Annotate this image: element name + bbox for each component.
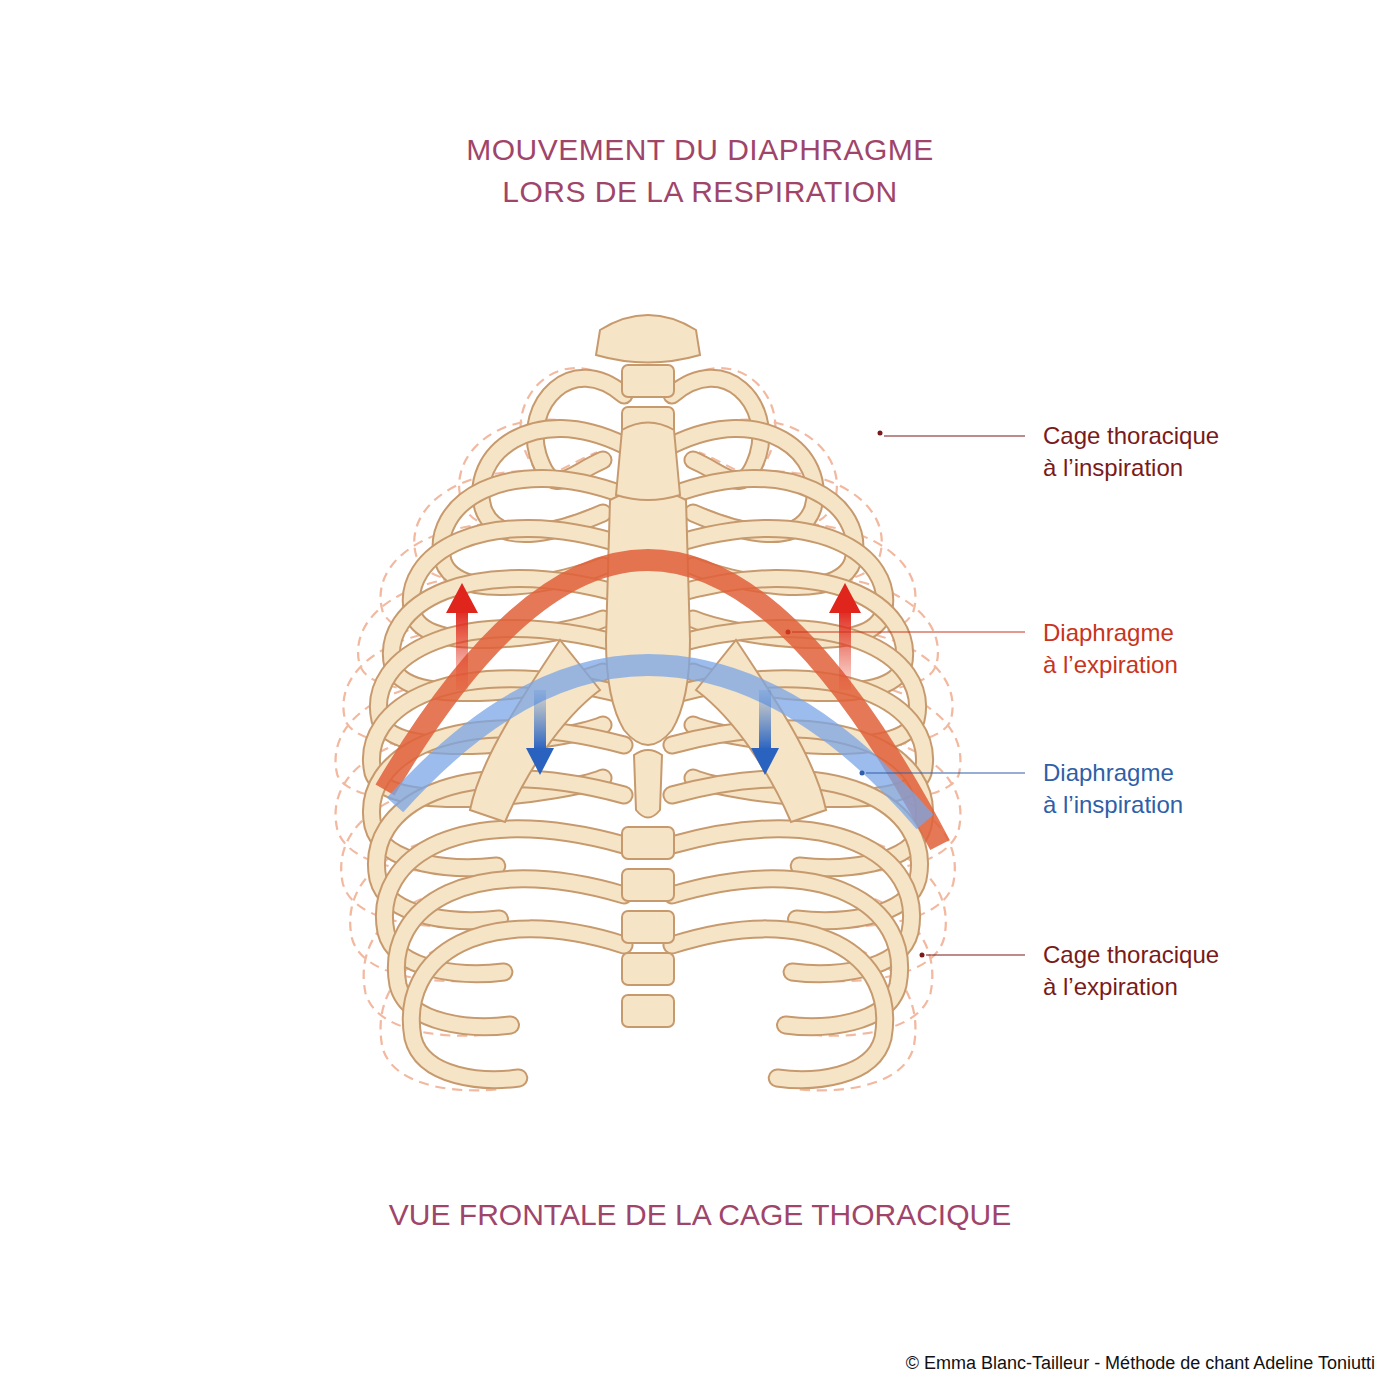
vertebra-top — [596, 315, 700, 363]
part-label: Diaphragme à l’expiration — [1043, 617, 1303, 681]
vertebra — [622, 911, 674, 943]
diagram-caption: VUE FRONTALE DE LA CAGE THORACIQUE — [250, 1196, 1150, 1234]
part-label: Cage thoracique à l’inspiration — [1043, 420, 1303, 484]
inspiration-outline — [336, 368, 961, 1090]
vertebra — [622, 995, 674, 1027]
vertebra — [622, 827, 674, 859]
rib-outline — [411, 929, 624, 1080]
vertebra — [622, 953, 674, 985]
diagram-title: MOUVEMENT DU DIAPHRAGME LORS DE LA RESPI… — [440, 129, 960, 213]
vertebra — [622, 869, 674, 901]
copyright-note: © Emma Blanc-Tailleur - Méthode de chant… — [906, 1352, 1375, 1374]
rib — [672, 929, 885, 1080]
leader-lines — [786, 431, 1026, 958]
diaphragm-arcs — [385, 560, 940, 845]
rib-outline — [672, 929, 885, 1080]
vertebra — [622, 365, 674, 397]
part-label: Diaphragme à l’inspiration — [1043, 757, 1303, 821]
movement-arrows — [446, 583, 861, 775]
ribs — [371, 378, 924, 1079]
rib — [411, 929, 624, 1080]
dashed-ribs — [336, 368, 961, 1090]
part-label: Cage thoracique à l’expiration — [1043, 939, 1303, 1003]
